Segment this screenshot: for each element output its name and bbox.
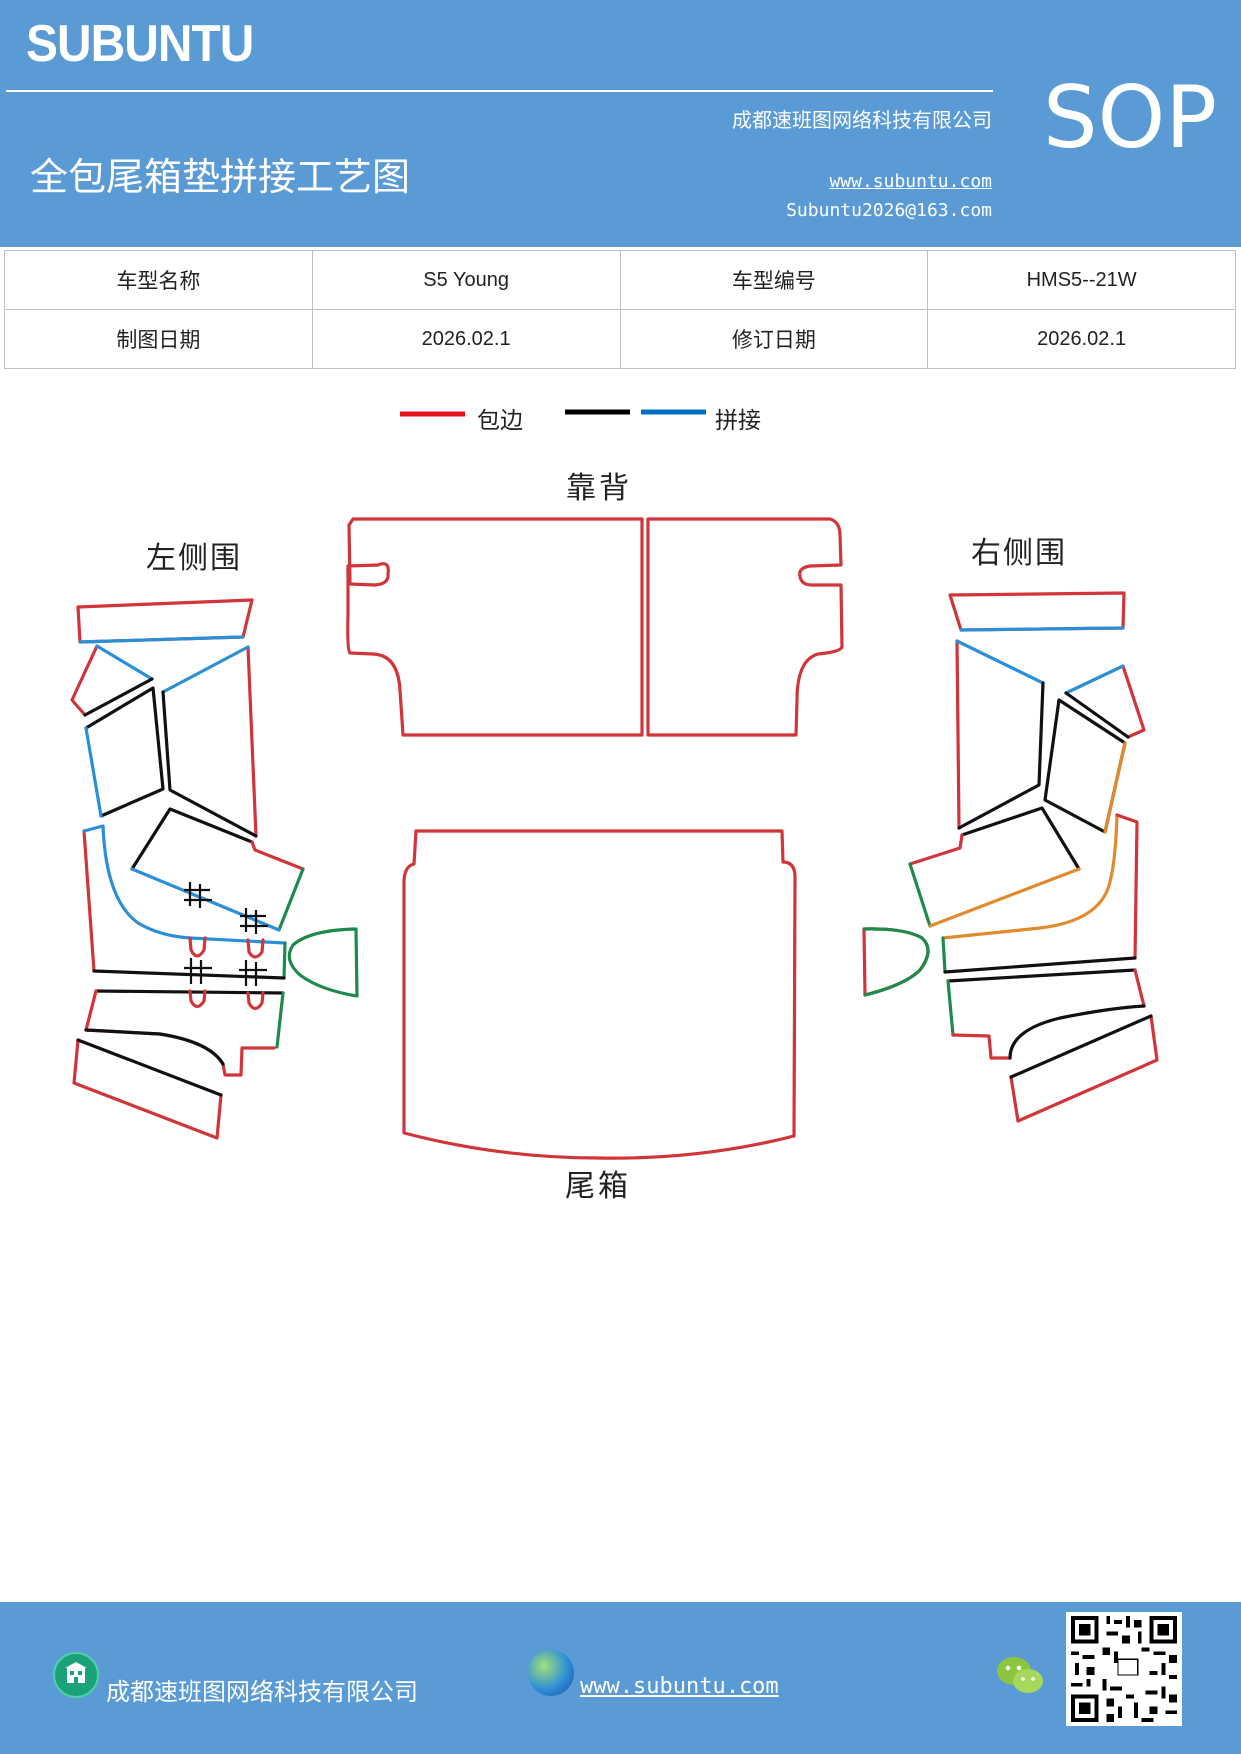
backrest-left-panel	[346, 517, 644, 737]
left-piece-4	[246, 645, 258, 838]
website-link[interactable]: www.subuntu.com	[829, 171, 992, 192]
left-piece-6-tabs	[188, 936, 265, 959]
left-piece-2-join	[83, 677, 154, 717]
joint-mark-1	[184, 882, 212, 908]
right-piece-6-red	[1115, 813, 1139, 960]
right-piece-6-green	[941, 936, 947, 974]
footer-company-name: 成都速班图网络科技有限公司	[106, 1678, 418, 1706]
table-row: 制图日期 2026.02.1 修订日期 2026.02.1	[4, 309, 1236, 369]
left-piece-5-green	[277, 867, 305, 932]
joint-mark-3	[184, 958, 212, 984]
trunk-label: 尾箱	[565, 1169, 631, 1204]
right-piece-7-curve	[1008, 1004, 1146, 1060]
legend-splice-label: 拼接	[715, 408, 761, 434]
left-piece-3	[84, 686, 165, 818]
right-strip-top-splice	[959, 626, 1125, 632]
joint-mark-4	[239, 960, 267, 986]
revision-date-value: 2026.02.1	[927, 309, 1236, 369]
building-icon	[53, 1652, 99, 1698]
footer-website-link[interactable]: www.subuntu.com	[580, 1674, 779, 1699]
right-piece-8	[1009, 1014, 1159, 1123]
right-piece-2-splice	[955, 639, 1045, 685]
model-name-label: 车型名称	[4, 250, 313, 310]
right-piece-3-join	[1064, 691, 1130, 739]
joint-mark-2	[240, 908, 268, 934]
left-piece-3-splice	[84, 726, 103, 818]
right-piece-8-join	[1009, 1014, 1153, 1079]
drawing-date-label: 制图日期	[4, 309, 313, 369]
left-piece-4-join	[161, 690, 258, 838]
left-piece-4-splice	[161, 645, 250, 694]
left-side-label: 左侧围	[146, 541, 242, 576]
legend: 包边 拼接	[400, 408, 761, 434]
left-piece-8	[72, 1038, 223, 1140]
right-ear-green	[862, 927, 930, 997]
qr-code-icon	[1066, 1612, 1182, 1726]
right-piece-5-orange	[928, 867, 1081, 928]
right-piece-5	[960, 806, 1081, 871]
model-code-label: 车型编号	[619, 250, 929, 310]
globe-icon	[528, 1650, 574, 1696]
left-strip-top	[76, 598, 254, 644]
header-banner: SUBUNTU 成都速班图网络科技有限公司 全包尾箱垫拼接工艺图 www.sub…	[0, 0, 1241, 247]
left-piece-8-join	[76, 1038, 223, 1097]
right-piece-7-red	[1133, 968, 1146, 1008]
right-side-label: 右侧围	[971, 536, 1067, 571]
splice-diagram: 包边 拼接 靠背 左侧围 右侧围 尾箱	[70, 408, 1159, 1204]
left-piece-7-tabs	[188, 989, 265, 1011]
backrest-right-panel	[646, 517, 844, 737]
drawing-date-value: 2026.02.1	[311, 309, 621, 369]
left-ear	[287, 927, 359, 998]
left-piece-2-splice	[95, 644, 154, 681]
right-piece-3	[1121, 664, 1146, 739]
left-piece-6	[82, 829, 96, 973]
left-piece-5	[130, 807, 254, 871]
company-name: 成都速班图网络科技有限公司	[732, 108, 992, 132]
left-strip-top-splice	[78, 635, 245, 644]
brand-logo: SUBUNTU	[26, 15, 254, 73]
right-piece-2	[955, 639, 961, 830]
right-piece-7-green	[946, 979, 955, 1037]
vehicle-info-table: 车型名称 S5 Young 车型编号 HMS5--21W 制图日期 2026.0…	[4, 250, 1236, 369]
right-piece-6-orange	[941, 813, 1119, 940]
footer-banner: 成都速班图网络科技有限公司 www.subuntu.com	[0, 1602, 1241, 1754]
wechat-icon	[995, 1654, 1045, 1698]
trunk-floor-panel	[402, 829, 797, 1160]
left-piece-5-red	[250, 840, 305, 871]
model-name-value: S5 Young	[311, 250, 621, 310]
model-code-value: HMS5--21W	[927, 250, 1236, 310]
left-piece-7-green	[275, 991, 285, 1049]
right-strip-top	[948, 591, 1126, 632]
table-row: 车型名称 S5 Young 车型编号 HMS5--21W	[4, 250, 1236, 310]
left-piece-7-join	[84, 1028, 225, 1066]
right-piece-6-join	[943, 956, 1137, 974]
right-piece-4	[1043, 698, 1127, 834]
right-piece-7-bottom	[951, 1033, 1012, 1060]
left-piece-6-splice	[82, 824, 287, 945]
right-piece-7-join	[946, 968, 1137, 983]
left-piece-2	[70, 644, 99, 717]
right-piece-4-orange	[1103, 741, 1127, 834]
right-piece-3-splice	[1064, 664, 1125, 695]
right-piece-2-join	[957, 681, 1045, 830]
revision-date-label: 修订日期	[619, 309, 929, 369]
right-piece-5-red	[908, 833, 964, 866]
legend-edge-label: 包边	[477, 408, 523, 434]
header-divider	[6, 90, 993, 92]
backrest-label: 靠背	[566, 471, 632, 506]
email-address: Subuntu2026@163.com	[786, 200, 992, 221]
right-piece-5-green	[908, 862, 932, 928]
sop-badge: SOP	[1043, 68, 1218, 168]
left-piece-6-green	[282, 941, 287, 980]
left-piece-6-join	[92, 969, 286, 980]
document-title: 全包尾箱垫拼接工艺图	[30, 155, 411, 199]
